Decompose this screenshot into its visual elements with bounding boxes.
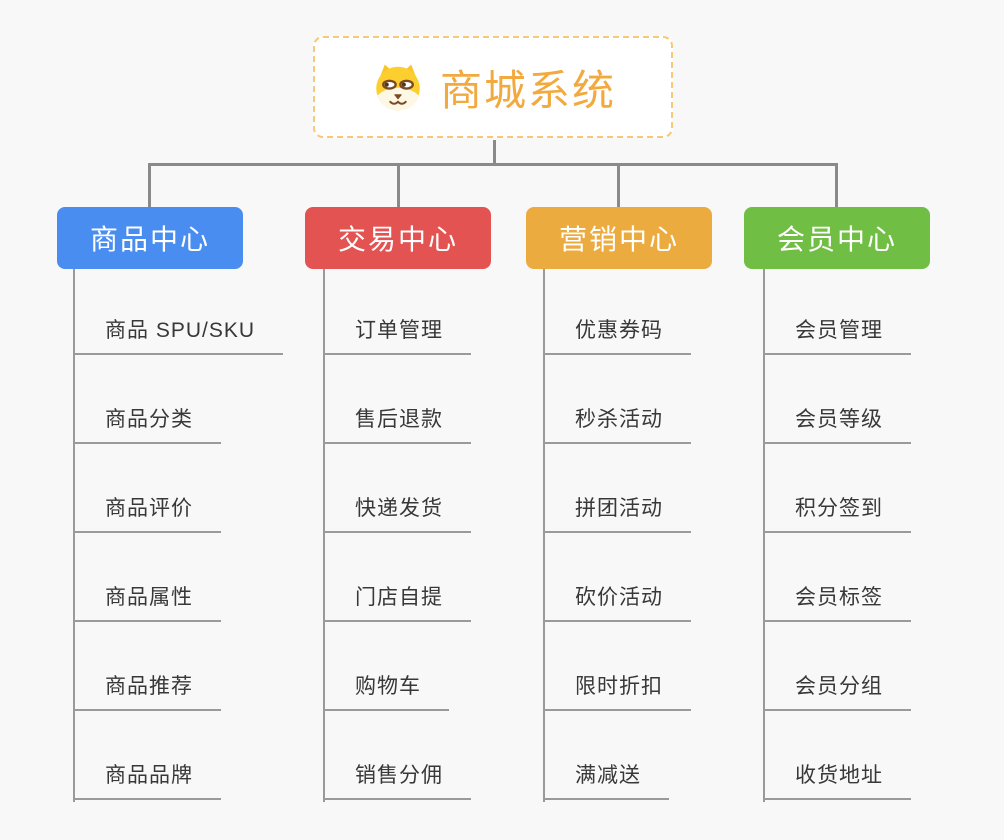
leaf-group-buy[interactable]: 拼团活动 (543, 495, 691, 533)
root-node[interactable]: 商城系统 (313, 36, 673, 138)
connector-drop-trade (397, 163, 400, 208)
leaf-product-review[interactable]: 商品评价 (73, 495, 221, 533)
branch-trade-spine (323, 269, 325, 802)
leaf-member-level[interactable]: 会员等级 (763, 406, 911, 444)
leaf-points-checkin[interactable]: 积分签到 (763, 495, 911, 533)
leaf-bargain-activity[interactable]: 砍价活动 (543, 584, 691, 622)
leaf-sales-commission[interactable]: 销售分佣 (323, 762, 471, 800)
branch-marketing-spine (543, 269, 545, 802)
node-trade-center-label: 交易中心 (337, 224, 458, 255)
leaf-coupon-code[interactable]: 优惠券码 (543, 317, 691, 355)
leaf-product-attribute[interactable]: 商品属性 (73, 584, 221, 622)
root-title: 商城系统 (439, 66, 616, 114)
branch-trade-center: 订单管理 售后退款 快递发货 门店自提 购物车 销售分佣 (323, 269, 563, 802)
node-member-center[interactable]: 会员中心 (744, 207, 930, 269)
leaf-full-reduction[interactable]: 满减送 (543, 762, 669, 800)
leaf-store-pickup[interactable]: 门店自提 (323, 584, 471, 622)
branch-member-spine (763, 269, 765, 802)
leaf-product-category[interactable]: 商品分类 (73, 406, 221, 444)
node-trade-center[interactable]: 交易中心 (305, 207, 491, 269)
leaf-after-sale-refund[interactable]: 售后退款 (323, 406, 471, 444)
leaf-member-tags[interactable]: 会员标签 (763, 584, 911, 622)
leaf-shopping-cart[interactable]: 购物车 (323, 673, 449, 711)
connector-drop-products (148, 163, 151, 208)
connector-drop-marketing (617, 163, 620, 208)
connector-root-stub (493, 140, 496, 164)
branch-marketing-center: 优惠券码 秒杀活动 拼团活动 砍价活动 限时折扣 满减送 (543, 269, 783, 802)
connector-horizontal (148, 163, 838, 166)
branch-member-center: 会员管理 会员等级 积分签到 会员标签 会员分组 收货地址 (763, 269, 1003, 802)
branch-product-center: 商品 SPU/SKU 商品分类 商品评价 商品属性 商品推荐 商品品牌 (73, 269, 313, 802)
connector-drop-members (835, 163, 838, 208)
node-marketing-center[interactable]: 营销中心 (526, 207, 712, 269)
node-member-center-label: 会员中心 (776, 224, 897, 255)
leaf-flash-sale[interactable]: 秒杀活动 (543, 406, 691, 444)
leaf-product-spu-sku[interactable]: 商品 SPU/SKU (73, 317, 284, 355)
leaf-product-brand[interactable]: 商品品牌 (73, 762, 221, 800)
branch-product-spine (73, 269, 75, 802)
leaf-express-shipping[interactable]: 快递发货 (323, 495, 471, 533)
node-product-center[interactable]: 商品中心 (57, 207, 243, 269)
node-marketing-center-label: 营销中心 (558, 224, 679, 255)
dog-face-icon (376, 64, 420, 111)
leaf-shipping-address[interactable]: 收货地址 (763, 762, 911, 800)
leaf-product-recommend[interactable]: 商品推荐 (73, 673, 221, 711)
leaf-limited-time-discount[interactable]: 限时折扣 (543, 673, 691, 711)
leaf-order-management[interactable]: 订单管理 (323, 317, 471, 355)
leaf-member-groups[interactable]: 会员分组 (763, 673, 911, 711)
node-product-center-label: 商品中心 (89, 224, 210, 255)
leaf-member-management[interactable]: 会员管理 (763, 317, 911, 355)
